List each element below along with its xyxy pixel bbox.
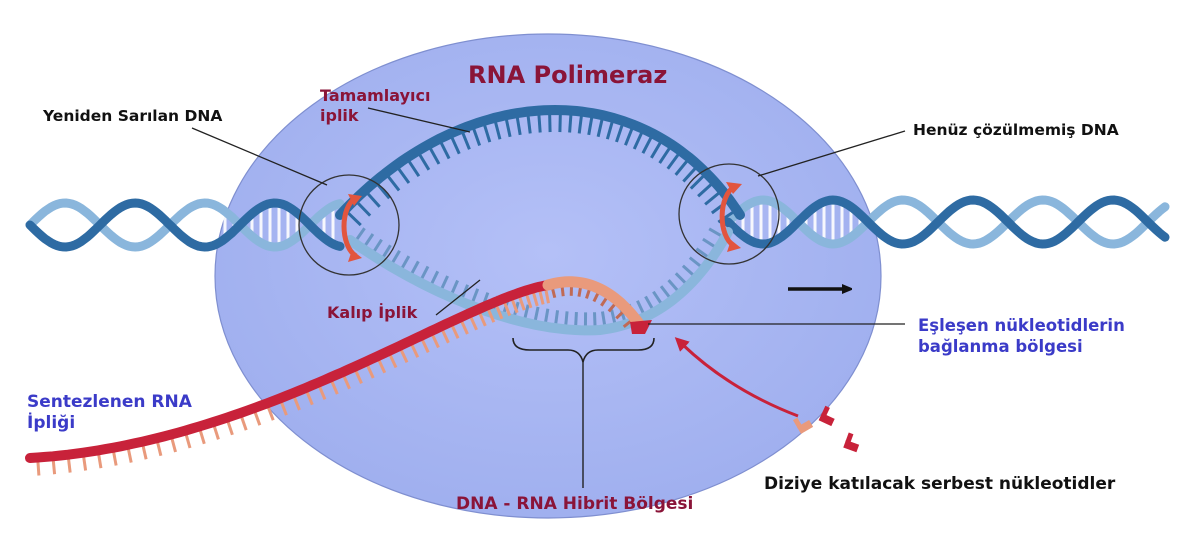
unwind-zone-circle	[678, 163, 780, 265]
rewound-dna-helix-front-strand	[25, 198, 345, 252]
label-binding-site: Eşleşen nükleotidlerin bağlanma bölgesi	[918, 316, 1125, 356]
label-hybrid-region: DNA - RNA Hibrit Bölgesi	[456, 494, 694, 514]
rna-polymerase-body	[214, 33, 882, 519]
title-rna-polymerase: RNA Polimeraz	[468, 61, 668, 89]
rotation-arrow-icon	[341, 194, 362, 262]
rewind-zone-circle	[298, 174, 400, 276]
binding-nucleotide	[630, 320, 652, 334]
incoming-nucleotide-arrow	[674, 337, 799, 418]
template-strand	[345, 227, 733, 336]
label-rewound-dna: Yeniden Sarılan DNA	[43, 107, 223, 125]
synthesized-rna-strand	[25, 280, 553, 463]
label-synthesized-rna: Sentezlenen RNA İpliği	[27, 392, 192, 434]
label-unwound-dna: Henüz çözülmemiş DNA	[913, 121, 1119, 139]
leader-lines	[191, 107, 906, 325]
unwound-dna-helix-front-strand	[723, 195, 1170, 249]
coding-strand	[335, 104, 745, 220]
free-nucleotides	[793, 405, 860, 453]
label-template-strand: Kalıp İplik	[327, 303, 418, 322]
rotation-arrow-icon	[719, 182, 742, 252]
label-coding-strand: Tamamlayıcı iplik	[320, 86, 431, 125]
label-free-nucleotides: Diziye katılacak serbest nükleotidler	[764, 474, 1116, 494]
rewound-dna-helix-back-strand	[25, 198, 345, 252]
hybrid-rna-strand	[542, 276, 646, 331]
